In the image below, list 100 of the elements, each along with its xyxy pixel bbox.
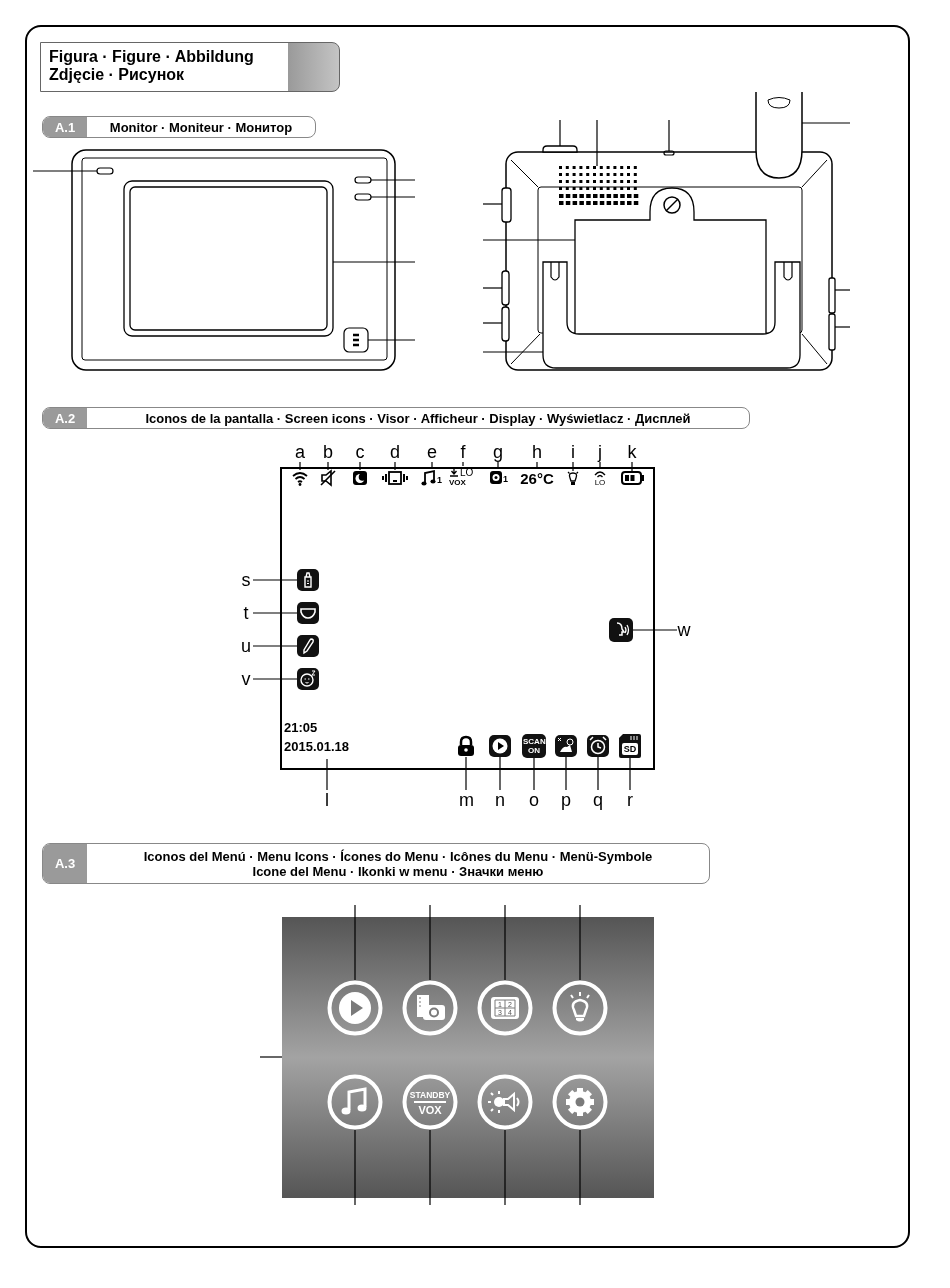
section-heading: Iconos de la pantalla · Screen icons · Visor · Afficheur · Display · Wyświetlacz · Дисплей <box>145 410 691 426</box>
led-indicator <box>354 176 372 184</box>
leader-line <box>354 1129 356 1206</box>
leader-line <box>597 756 599 791</box>
callout-letter: n <box>493 790 507 810</box>
leader-line <box>632 629 678 631</box>
sleeping-face-icon <box>297 668 319 690</box>
leader-line <box>367 339 416 341</box>
alarm-clock-icon <box>587 735 609 757</box>
music-note-icon <box>327 1074 383 1130</box>
callout-letter: q <box>591 790 605 810</box>
leader-line <box>326 758 328 791</box>
callout-letter: m <box>459 790 473 810</box>
callout-letter: f <box>456 442 470 462</box>
baby-icon <box>555 735 577 757</box>
leader-line <box>579 1129 581 1206</box>
leader-line <box>252 645 298 647</box>
leader-line <box>631 461 633 472</box>
callout-letter: p <box>559 790 573 810</box>
leader-line <box>801 122 851 124</box>
leader-line <box>259 1056 283 1058</box>
clock-readout: 21:05 2015.01.18 <box>284 721 374 759</box>
section-number: A.2 <box>43 408 87 428</box>
leader-line <box>497 461 499 470</box>
leader-line <box>834 326 851 328</box>
leader-line <box>332 261 416 263</box>
pen-icon <box>297 635 319 657</box>
callout-letter: l <box>320 790 334 810</box>
side-button <box>501 270 510 306</box>
leader-line <box>429 1129 431 1206</box>
callout-letter: k <box>625 442 639 462</box>
callout-letter: h <box>530 442 544 462</box>
leader-line <box>429 904 431 981</box>
play-icon <box>489 735 511 757</box>
bottle-icon <box>297 569 319 591</box>
callout-letter: e <box>425 442 439 462</box>
leader-line <box>482 239 576 241</box>
leader-line <box>370 179 416 181</box>
leader-line <box>482 287 503 289</box>
leader-line <box>354 904 356 981</box>
section-heading: Iconos del Menú · Menu Icons · Ícones do Menu · Icônes du Menu · Menü-Symbole Icone del Menu · Ikonki w menu · Значки меню <box>142 848 654 879</box>
callout-letter: d <box>388 442 402 462</box>
figure-title: Figura · Figure · Abbildung Zdjęcie · Рисунок <box>49 48 255 84</box>
callout-letter: a <box>293 442 307 462</box>
leader-line <box>431 461 433 470</box>
menu-screen <box>282 917 654 1198</box>
display-screen <box>123 180 334 337</box>
leader-line <box>559 119 561 147</box>
leader-line <box>499 756 501 791</box>
leader-line <box>504 1129 506 1206</box>
callout-letter: t <box>239 603 253 623</box>
leader-line <box>462 461 464 467</box>
led-indicator <box>96 167 114 175</box>
callout-letter: o <box>527 790 541 810</box>
leader-line <box>533 757 535 791</box>
light-bulb-icon <box>552 980 608 1036</box>
callout-letter: w <box>677 620 691 640</box>
side-button <box>501 306 510 342</box>
touch-button <box>343 327 369 353</box>
scan-icon: SCAN ON <box>522 734 546 758</box>
leader-line <box>572 461 574 470</box>
callout-letter: g <box>491 442 505 462</box>
callout-letter: r <box>623 790 637 810</box>
leader-line <box>252 579 298 581</box>
leader-line <box>359 461 361 471</box>
microphone-hole <box>663 150 675 156</box>
leader-line <box>629 757 631 791</box>
leader-line <box>536 461 538 470</box>
light-bulb-icon <box>566 469 580 486</box>
moon-icon <box>352 470 368 486</box>
side-button <box>828 313 836 351</box>
section-number: A.3 <box>43 844 87 883</box>
leader-line <box>370 196 416 198</box>
callout-letter: j <box>593 442 607 462</box>
top-button <box>542 145 578 153</box>
play-icon <box>327 980 383 1036</box>
leader-line <box>252 678 298 680</box>
leader-line <box>32 170 98 172</box>
leader-line <box>834 289 851 291</box>
leader-line <box>252 612 298 614</box>
camera-icon <box>402 980 458 1036</box>
leader-line <box>668 119 670 152</box>
leader-line <box>504 904 506 981</box>
leader-line <box>465 756 467 791</box>
light-speaker-icon <box>477 1074 533 1130</box>
side-switch <box>501 187 512 223</box>
callout-letter: u <box>239 636 253 656</box>
callout-letter: b <box>321 442 335 462</box>
leader-line <box>565 756 567 791</box>
leader-line <box>299 461 301 471</box>
leader-line <box>482 203 503 205</box>
leader-line <box>482 322 503 324</box>
section-heading: Monitor · Moniteur · Монитор <box>109 119 293 135</box>
settings-icon <box>552 1074 608 1130</box>
diaper-icon <box>297 602 319 624</box>
vibration-icon <box>381 470 409 486</box>
stand <box>542 261 801 369</box>
callout-letter: s <box>239 570 253 590</box>
sd-card-icon: SD <box>619 734 641 758</box>
side-button <box>828 277 836 314</box>
